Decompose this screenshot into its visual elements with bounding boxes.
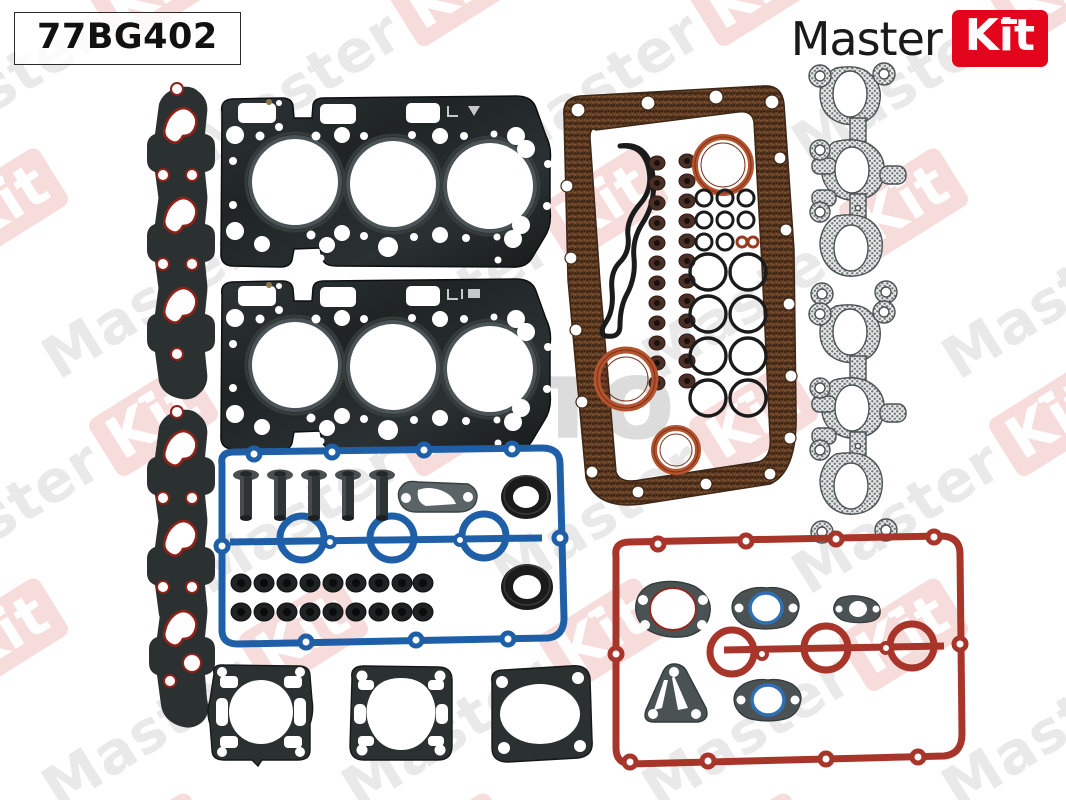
part-intake-manifold-gasket-upper [130, 82, 225, 400]
part-spark-plug-tube-seals [230, 572, 434, 626]
part-cylinder-head-gasket-1 [216, 92, 556, 272]
part-valve-cover-bolts [232, 468, 412, 526]
part-small-flange-gasket [830, 594, 884, 624]
part-crank-seal-rear [593, 346, 659, 412]
part-valve-cover-gasket-red [604, 528, 969, 771]
sku-label: 77BG402 [14, 12, 241, 65]
brand-logo-kit-badge: Kit [951, 10, 1048, 67]
part-exhaust-manifold-gasket-2 [806, 300, 916, 550]
part-throttle-body-gasket-3 [478, 660, 600, 770]
part-intake-manifold-gasket-lower [130, 405, 225, 728]
brand-logo: Master Kit [791, 10, 1048, 67]
part-water-outlet-gasket-1 [728, 586, 804, 630]
part-throttle-body-gasket-2 [338, 660, 464, 770]
part-throttle-body-gasket-1 [198, 660, 324, 770]
part-camshaft-seal-2 [499, 560, 555, 614]
part-o-ring-set-large [688, 252, 768, 452]
part-thermostat-gasket [392, 478, 482, 518]
brand-logo-master-text: Master [790, 11, 943, 66]
part-cylinder-head-gasket-2 [216, 275, 556, 455]
part-water-pump-gasket [632, 578, 716, 640]
part-bracket-gasket [640, 662, 710, 726]
part-timing-cover-seal-loop [586, 140, 666, 340]
part-crank-seal-rear-small [650, 424, 702, 476]
part-oil-pan-gasket [556, 80, 806, 510]
part-exhaust-manifold-gasket-1 [806, 62, 916, 312]
part-camshaft-seal-1 [499, 472, 553, 522]
part-o-ring-set-small [694, 188, 760, 252]
part-valve-cover-gasket-blue [212, 440, 572, 654]
part-water-outlet-gasket-2 [730, 678, 806, 722]
part-crank-seal-front [692, 134, 754, 196]
